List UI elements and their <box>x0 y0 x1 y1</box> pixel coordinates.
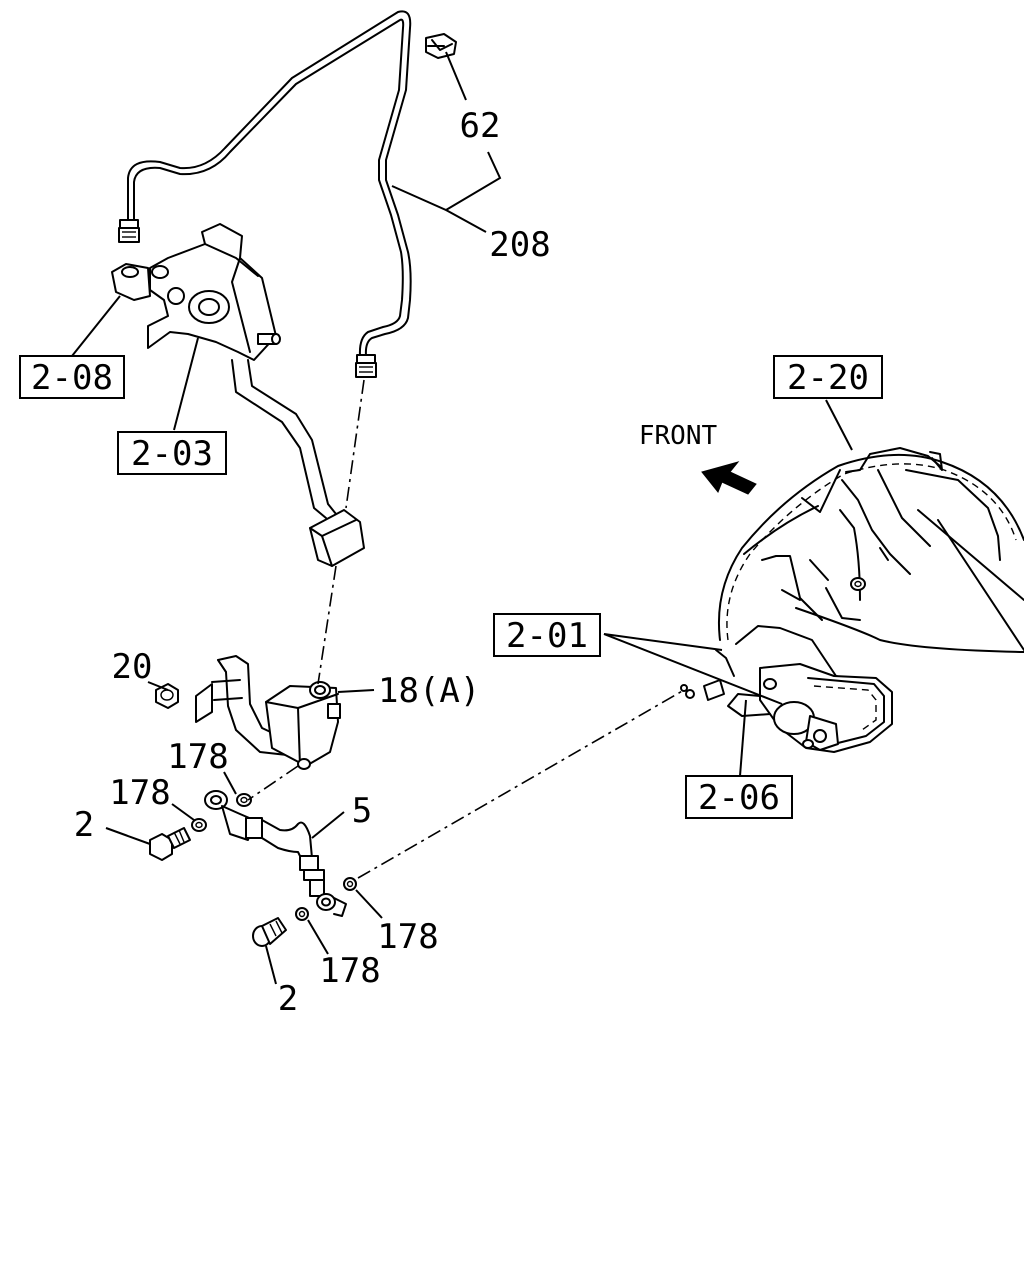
front-label: FRONT <box>639 421 718 451</box>
ref-2-20[interactable]: 2-20 <box>773 355 883 399</box>
part-label-2-upper: 2 <box>74 805 94 845</box>
arrow-up-left-icon <box>701 461 757 495</box>
part-label-18a: 18(A) <box>378 671 480 711</box>
pipe-clip-62 <box>425 33 457 59</box>
clutch-flex-hose-5 <box>204 790 347 917</box>
washer-178-a <box>236 793 252 807</box>
ref-2-06-text: 2-06 <box>698 778 780 818</box>
ref-2-01[interactable]: 2-01 <box>493 613 601 657</box>
washer-178-d <box>343 877 357 891</box>
ref-2-03[interactable]: 2-03 <box>117 431 227 475</box>
ref-2-03-text: 2-03 <box>131 434 213 474</box>
clutch-pipe-208 <box>118 10 412 378</box>
ref-2-08-text: 2-08 <box>31 358 113 398</box>
banjo-bolt-2-upper <box>149 827 191 861</box>
part-label-20: 20 <box>112 647 153 687</box>
clutch-slave-cylinder-2-06 <box>680 663 893 753</box>
ref-2-20-text: 2-20 <box>787 358 869 398</box>
part-label-178-a: 178 <box>167 737 228 777</box>
washer-178-c <box>295 907 309 921</box>
part-label-5: 5 <box>352 791 372 831</box>
part-label-208: 208 <box>489 225 550 265</box>
part-label-62: 62 <box>460 106 501 146</box>
ref-2-08[interactable]: 2-08 <box>19 355 125 399</box>
washers-178 <box>191 793 357 921</box>
assembly-center-lines <box>247 379 685 879</box>
banjo-bolt-2-lower <box>252 917 287 947</box>
clutch-housing-2-20 <box>715 447 1024 685</box>
clutch-pedal-bracket-assembly <box>111 223 365 567</box>
part-label-178-d: 178 <box>319 951 380 991</box>
part-label-2-lower: 2 <box>278 979 298 1019</box>
flange-nut-20 <box>155 683 179 709</box>
ref-2-01-text: 2-01 <box>506 616 588 656</box>
part-label-178-b: 178 <box>109 773 170 813</box>
leader-lines <box>71 51 853 985</box>
part-label-178-c: 178 <box>377 917 438 957</box>
ref-2-06[interactable]: 2-06 <box>685 775 793 819</box>
washer-178-b <box>191 818 207 832</box>
slave-bracket-assembly <box>195 655 341 770</box>
